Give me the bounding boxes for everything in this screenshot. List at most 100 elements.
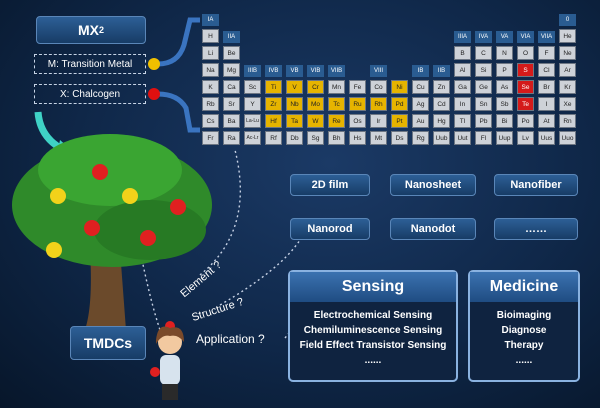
medicine-item: Bioimaging [496,310,552,321]
element-cell-fr: Fr [202,131,219,145]
apple-yellow [50,188,66,204]
chalcogen-marker-dot [148,88,160,100]
medicine-title: Medicine [470,272,578,302]
element-cell-tc: Tc [328,97,345,111]
element-cell-na: Na [202,63,219,77]
element-cell-bi: Bi [496,114,513,128]
group-label-iia: IIA [223,31,240,43]
element-cell-at: At [538,114,555,128]
element-cell-hf: Hf [265,114,282,128]
apple-yellow [46,242,62,258]
structure-label: Nanofiber [510,179,562,191]
element-cell-pd: Pd [391,97,408,111]
element-cell-al: Al [454,63,471,77]
element-cell-re: Re [328,114,345,128]
chalcogen-definition: X: Chalcogen [34,84,146,104]
apple-in-hand [150,367,160,377]
sensing-panel: Sensing Electrochemical Sensing Chemilum… [288,270,458,382]
structure-label: Nanodot [410,223,456,235]
group-label-viia: VIIA [538,31,555,43]
element-cell-mo: Mo [307,97,324,111]
scientist-body [160,355,180,385]
structure-label: Nanosheet [404,179,462,191]
element-cell-n: N [496,46,513,60]
element-cell-mt: Mt [370,131,387,145]
element-cell-pb: Pb [475,114,492,128]
element-cell-ca: Ca [223,80,240,94]
sensing-item: Chemiluminescence Sensing [303,325,443,336]
element-cell-sn: Sn [475,97,492,111]
question-application-text: Application ? [196,332,265,346]
metal-definition: M: Transition Metal [34,54,146,74]
element-cell-p: P [496,63,513,77]
element-cell-i: I [538,97,555,111]
chalcogen-definition-label: X: Chalcogen [59,88,121,100]
element-cell-ge: Ge [475,80,492,94]
element-cell-br: Br [538,80,555,94]
element-cell-lv: Lv [517,131,534,145]
group-label-via: VIA [517,31,534,43]
element-cell-rn: Rn [559,114,576,128]
structure-box-5: …… [494,218,578,240]
structure-dotted-line [219,239,301,306]
element-cell-si: Si [475,63,492,77]
element-cell-nb: Nb [286,97,303,111]
group-label-iib: IIB [433,65,450,77]
element-cell-as: As [496,80,513,94]
sensing-item: Field Effect Transistor Sensing [299,340,447,351]
element-dotted-line [199,149,241,276]
element-cell-xe: Xe [559,97,576,111]
element-cell-uus: Uus [538,131,555,145]
apple-red [84,220,100,236]
sensing-item: ...... [364,355,382,366]
element-cell-db: Db [286,131,303,145]
element-cell-ag: Ag [412,97,429,111]
element-cell-he: He [559,29,576,43]
structure-label: 2D film [311,179,349,191]
element-cell-rb: Rb [202,97,219,111]
element-cell-te: Te [517,97,534,111]
element-cell-sb: Sb [496,97,513,111]
element-cell-rg: Rg [412,131,429,145]
element-cell-s: S [517,63,534,77]
element-cell-b: B [454,46,471,60]
element-cell-li: Li [202,46,219,60]
element-cell-hs: Hs [349,131,366,145]
element-cell-cu: Cu [412,80,429,94]
element-cell-f: F [538,46,555,60]
element-cell-ar: Ar [559,63,576,77]
tree-trunk [80,250,126,342]
element-cell-cd: Cd [433,97,450,111]
element-cell-rh: Rh [370,97,387,111]
sensing-item: Electrochemical Sensing [313,310,433,321]
mx2-title-subscript: 2 [98,25,104,35]
group-label-iiia: IIIA [454,31,471,43]
group-label-viib: VIIB [328,65,345,77]
element-cell-be: Be [223,46,240,60]
structure-label: …… [525,223,547,235]
element-cell-se: Se [517,80,534,94]
element-cell-sr: Sr [223,97,240,111]
structure-box-0: 2D film [290,174,370,196]
element-cell-ni: Ni [391,80,408,94]
group-label-iva: IVA [475,31,492,43]
element-cell-cl: Cl [538,63,555,77]
group-label-ib: IB [412,65,429,77]
element-cell-y: Y [244,97,261,111]
group-label-vib: VIB [307,65,324,77]
apple-red [170,199,186,215]
element-cell-h: H [202,29,219,43]
element-cell-mn: Mn [328,80,345,94]
element-cell-la-lu: La-Lu [244,114,261,128]
group-label-viii: VIII [370,65,387,77]
metal-connector [157,17,200,67]
tree-canopy-shade [94,200,206,260]
element-cell-fl: Fl [475,131,492,145]
element-cell-ac-lr: Ac-Lr [244,131,261,145]
medicine-item: ...... [515,355,533,366]
tree-illustration [12,134,212,342]
scientist-figure [150,321,184,400]
element-cell-co: Co [370,80,387,94]
